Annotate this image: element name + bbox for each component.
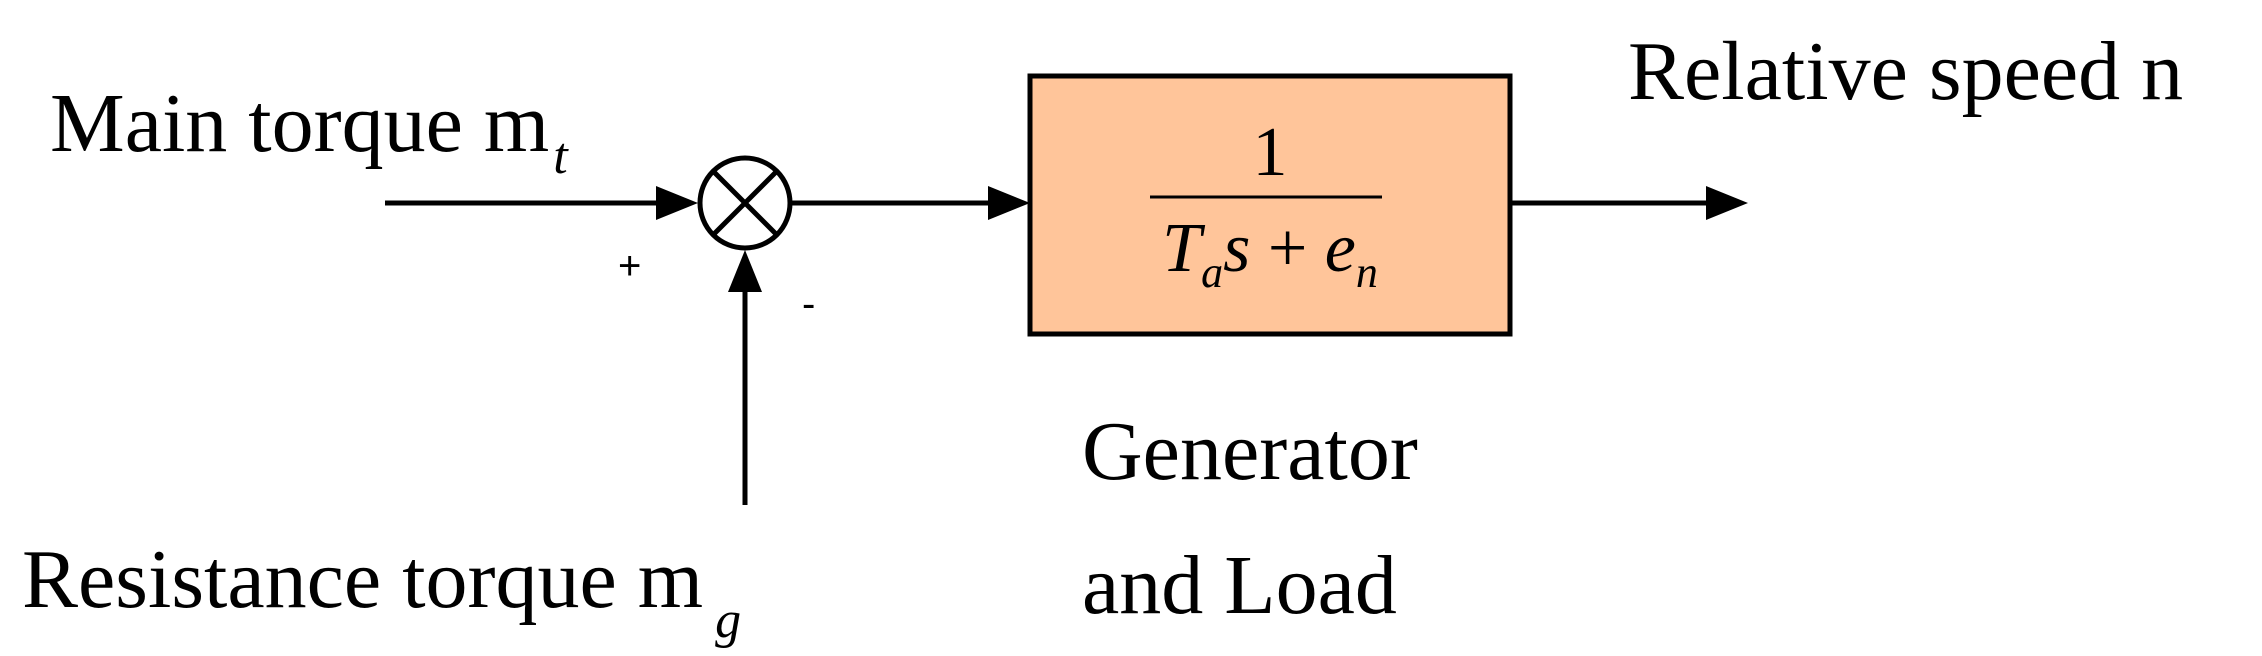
resistance-torque-subscript: g: [715, 592, 742, 649]
block-caption-line2: and Load: [1082, 539, 1397, 632]
main-torque-arrowhead: [656, 186, 698, 220]
output-label: Relative speed n: [1628, 25, 2184, 118]
transfer-function-block: [1027, 73, 1513, 337]
resistance-torque-text: Resistance torque m: [22, 533, 704, 626]
transfer-function-numerator: 1: [1252, 114, 1288, 191]
main-torque-label: Main torque mt: [50, 82, 568, 183]
denominator-sub-n: n: [1355, 248, 1378, 297]
plus-sign: +: [618, 244, 642, 288]
main-torque-subscript: t: [553, 128, 568, 185]
error-signal-arrowhead: [988, 186, 1030, 220]
summing-junction: [697, 155, 793, 251]
denominator-var-t: T: [1162, 210, 1202, 287]
denominator-var-e: e: [1324, 210, 1356, 287]
block-caption-line1: Generator: [1082, 405, 1418, 498]
denominator-var-s: s: [1223, 210, 1251, 287]
minus-sign: -: [802, 282, 816, 326]
transfer-function-denominator: Tas + en: [1130, 214, 1410, 295]
main-torque-text: Main torque m: [50, 77, 550, 170]
resistance-torque-arrowhead: [728, 250, 762, 292]
output-arrowhead: [1706, 186, 1748, 220]
denominator-plus: +: [1250, 210, 1325, 287]
denominator-sub-a: a: [1201, 248, 1224, 297]
